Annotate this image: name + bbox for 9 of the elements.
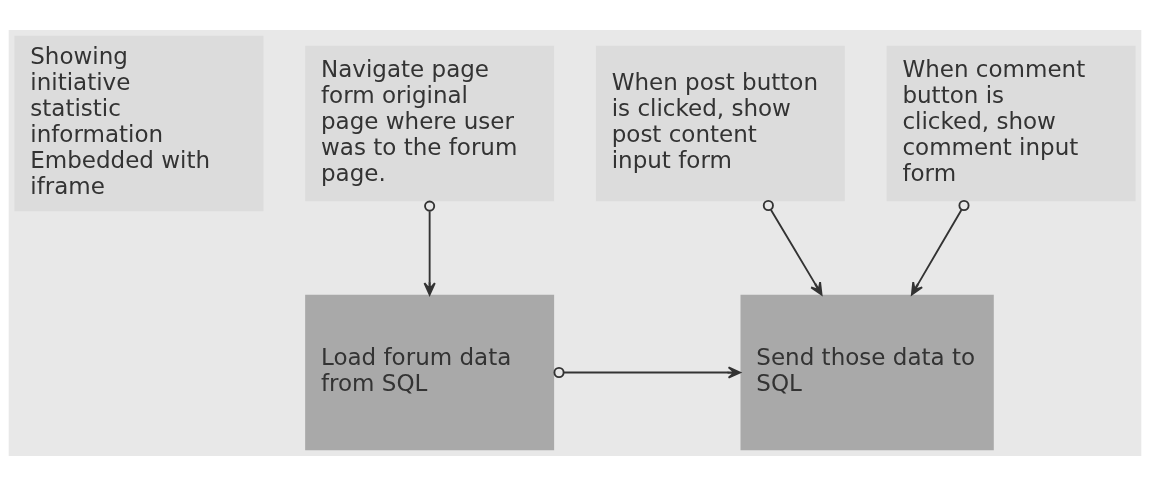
node-box: When comment button is clicked, show comment input form	[886, 45, 1136, 201]
node-box: When post button is clicked, show post content input form	[595, 45, 845, 201]
node-box: Load forum data from SQL	[305, 294, 555, 450]
node-box: Send those data to SQL	[740, 294, 994, 450]
arrow	[553, 365, 742, 379]
arrow	[762, 199, 823, 296]
arrow	[910, 199, 970, 296]
arrow	[423, 200, 436, 296]
node-box: Navigate page form original page where user was to the forum page.	[305, 45, 555, 201]
